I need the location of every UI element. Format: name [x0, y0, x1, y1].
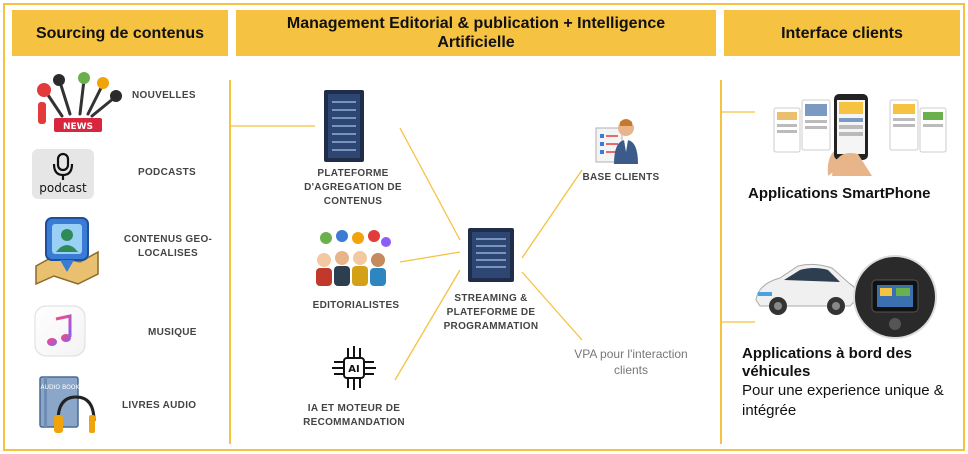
vpa-text: VPA pour l'interaction clients: [574, 347, 688, 377]
ai-chip-text: AI: [348, 364, 359, 375]
car-image: [755, 263, 857, 315]
diagram-frame: [3, 3, 965, 451]
podcast-icon: podcast: [32, 149, 94, 199]
experience-text: Pour une experience unique & intégrée: [742, 382, 944, 419]
label-ia-recommandation: IA ET MOTEUR DE RECOMMANDATION: [303, 403, 405, 428]
geolocation-map-icon: [35, 217, 99, 286]
label-vpa: VPA pour l'interaction clients: [566, 346, 696, 378]
server-rack-icon: [324, 90, 364, 162]
label-streaming: STREAMING & PLATEFORME DE PROGRAMMATION: [443, 293, 539, 332]
podcast-icon-text: podcast: [39, 181, 87, 195]
music-app-icon: [34, 305, 86, 357]
label-experience: Pour une experience unique & intégrée: [742, 381, 952, 421]
audio-book-text: AUDIO BOOK: [41, 384, 81, 391]
label-musique: MUSIQUE: [148, 327, 197, 338]
label-base-clients: BASE CLIENTS: [582, 172, 660, 183]
smartphone-apps-image: [773, 94, 947, 176]
label-plateforme-agregation: PLATEFORME D'AGREGATION DE CONTENUS: [304, 168, 402, 207]
label-nouvelles: NOUVELLES: [132, 90, 196, 101]
customer-database-icon: [595, 119, 638, 164]
right-separator: [720, 80, 722, 444]
car-dashboard-image: [853, 255, 937, 339]
label-podcasts: PODCASTS: [138, 167, 196, 178]
vehicules-text: Applications à bord des véhicules: [742, 345, 913, 380]
news-badge-text: NEWS: [63, 122, 93, 132]
streaming-server-icon: [468, 228, 514, 282]
ai-chip-icon: AI: [332, 346, 376, 390]
label-applications-smartphone: Applications SmartPhone: [748, 185, 958, 203]
editorialists-people-icon: [316, 230, 391, 286]
audio-book-icon: AUDIO BOOK: [39, 376, 96, 433]
label-applications-vehicules: Applications à bord des véhicules: [742, 345, 960, 381]
left-separator: [229, 80, 231, 444]
label-editorialistes: EDITORIALISTES: [312, 300, 400, 311]
news-microphones-icon: NEWS: [37, 72, 122, 132]
label-livres-audio: LIVRES AUDIO: [122, 400, 197, 411]
smartphone-text: Applications SmartPhone: [748, 185, 931, 202]
header-sourcing: Sourcing de contenus: [12, 10, 228, 56]
header-management: Management Editorial & publication + Int…: [236, 10, 716, 56]
label-contenus-geo: CONTENUS GEO-LOCALISES: [123, 234, 213, 259]
header-interface: Interface clients: [724, 10, 960, 56]
